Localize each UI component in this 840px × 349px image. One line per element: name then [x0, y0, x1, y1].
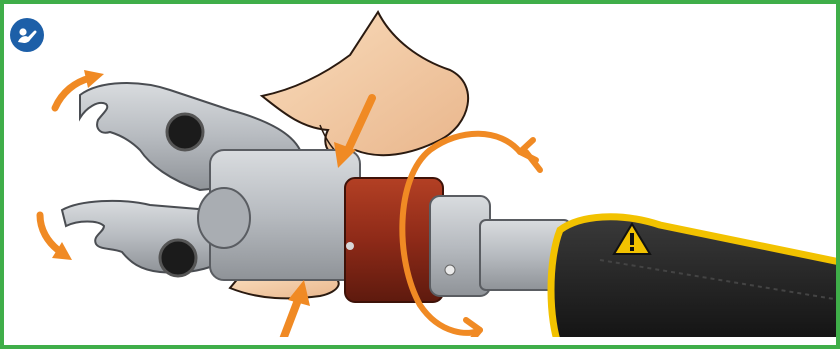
shaft-bolt — [445, 265, 455, 275]
rotating-collar — [345, 178, 443, 302]
lower-jaw-pin — [160, 240, 196, 276]
collar-screw — [346, 242, 354, 250]
upper-hand — [262, 12, 468, 161]
battery-housing — [551, 217, 840, 349]
upper-jaw-pin — [167, 114, 203, 150]
front-nose — [198, 188, 250, 248]
